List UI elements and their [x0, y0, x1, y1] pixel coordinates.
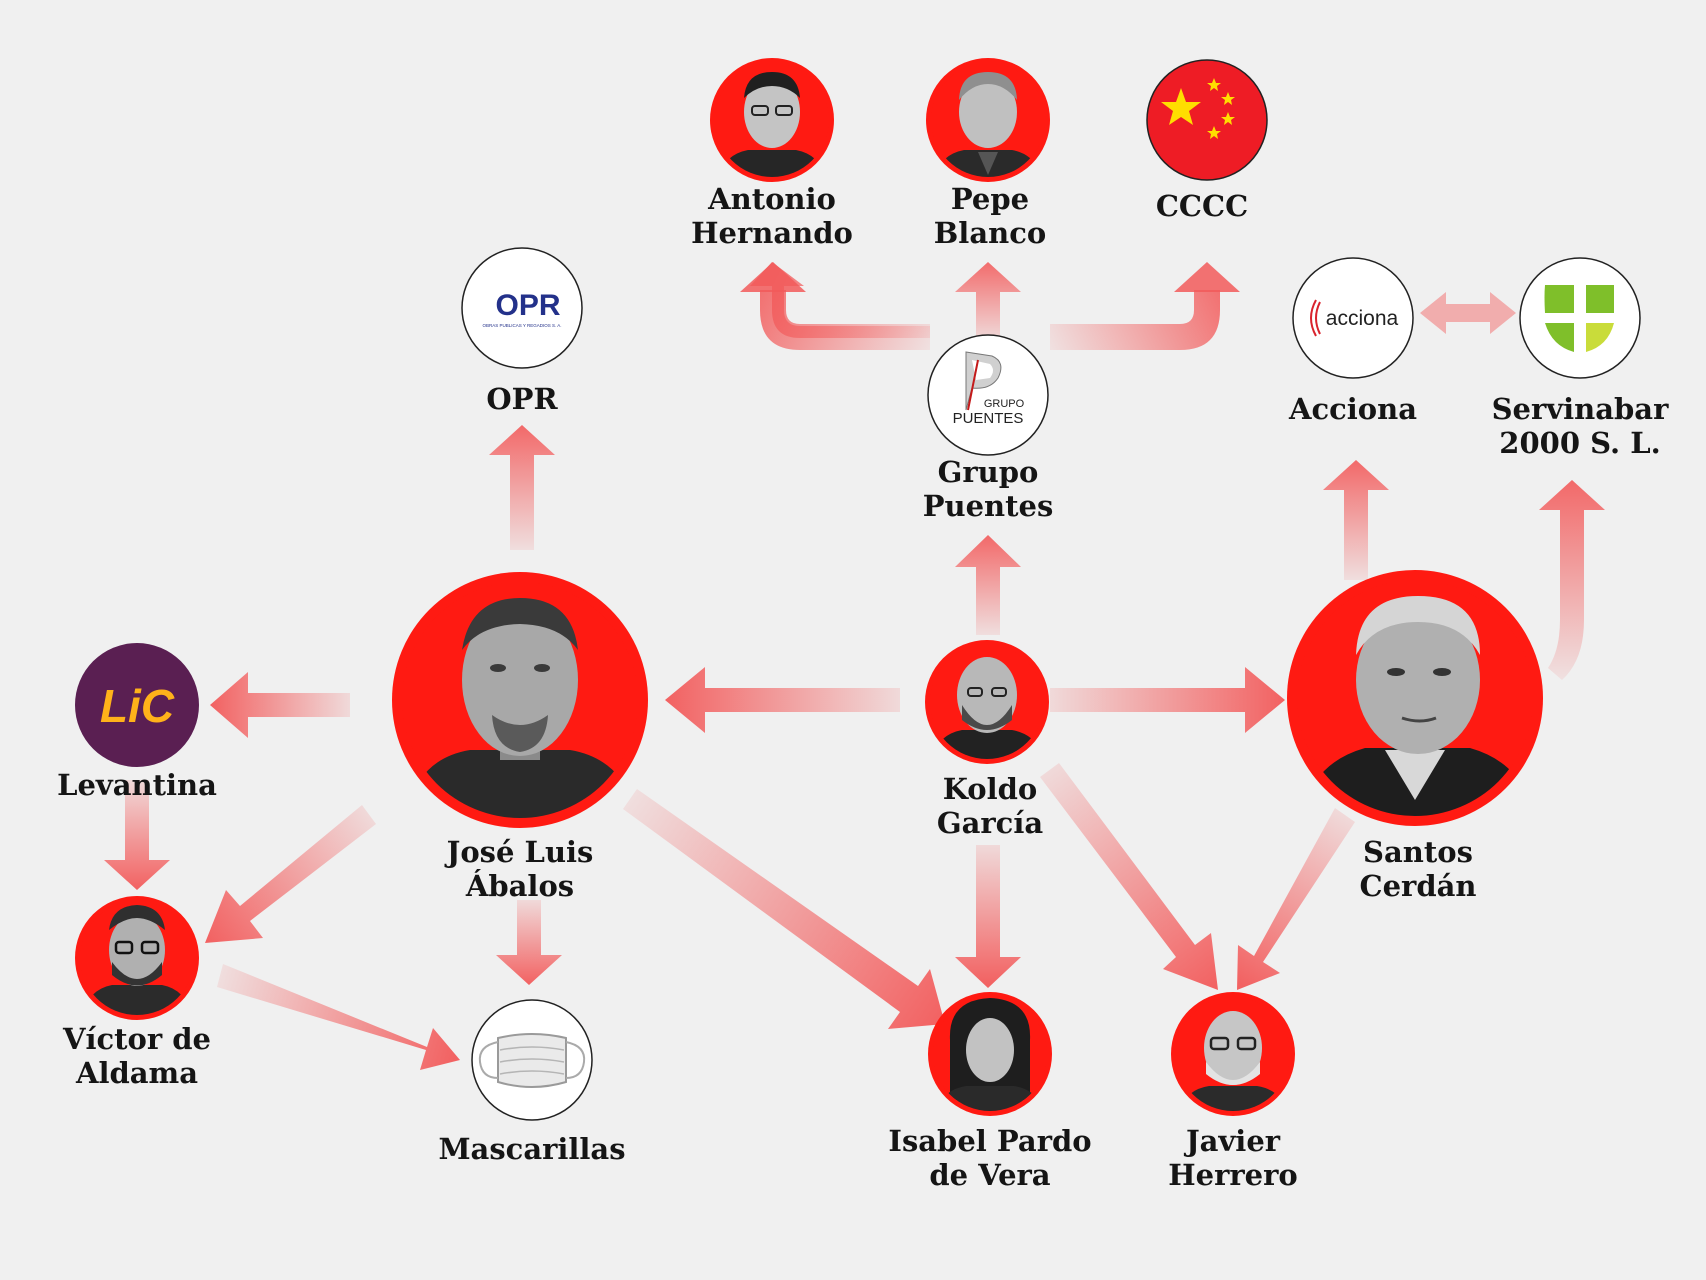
arrow-abalos-to-isabel [623, 789, 945, 1029]
aldama-portrait [80, 901, 194, 1015]
abalos-label-line1: José Luis [444, 835, 594, 869]
opr-circle [461, 247, 583, 369]
node-servinabar[interactable]: Servinabar 2000 S. L. [1492, 257, 1669, 460]
node-pepe-blanco[interactable]: Pepe Blanco [926, 58, 1050, 250]
acciona-circle [1292, 257, 1414, 379]
node-victor-de-aldama[interactable]: Víctor de Aldama [62, 896, 211, 1090]
arrow-abalos-to-opr [489, 425, 555, 550]
arrow-abalos-to-mascarillas [496, 900, 562, 985]
node-grupo-puentes[interactable]: GRUPO PUENTES Grupo Puentes [923, 334, 1054, 523]
grupo-puentes-logo-text-2: PUENTES [953, 410, 1024, 427]
levantina-label: Levantina [57, 768, 217, 802]
servinabar-label-line2: 2000 S. L. [1499, 426, 1660, 460]
acciona-logo-text: acciona [1326, 307, 1399, 330]
grupo-puentes-circle [927, 334, 1049, 456]
arrow-aldama-to-mascarillas [217, 964, 460, 1070]
china-flag-icon [1146, 59, 1268, 181]
cccc-label: CCCC [1156, 189, 1248, 223]
javier-label-line1: Javier [1183, 1124, 1281, 1158]
levantina-logo [75, 643, 199, 767]
arrow-santos-to-servinabar [1539, 480, 1605, 680]
arrow-grupo-to-antonio [750, 262, 930, 338]
acciona-logo: acciona [1310, 299, 1399, 337]
node-mascarillas[interactable]: Mascarillas [438, 999, 626, 1166]
opr-label: OPR [486, 382, 558, 416]
arrowhead-cccc [1174, 262, 1240, 292]
arrowhead-antonio [740, 262, 806, 292]
opr-logo-text: OPR [495, 289, 560, 322]
santos-label-line2: Cerdán [1360, 869, 1477, 903]
arrow-grupo-to-pepe [955, 262, 1021, 338]
node-koldo-garcia[interactable]: Koldo García [925, 640, 1049, 840]
koldo-label-line2: García [937, 806, 1044, 840]
arrow-koldo-to-santos [1050, 667, 1285, 733]
arrows [104, 262, 1605, 1070]
santos-label-line1: Santos [1363, 835, 1473, 869]
mascarillas-label: Mascarillas [438, 1132, 625, 1166]
javier-label-line2: Herrero [1168, 1158, 1297, 1192]
arrow-koldo-to-javier [1040, 763, 1218, 990]
arrow-abalos-to-levantina [210, 672, 350, 738]
arrow-acciona-servinabar-bidirectional [1420, 292, 1516, 334]
grupo-puentes-label-line1: Grupo [938, 455, 1039, 489]
node-javier-herrero[interactable]: Javier Herrero [1168, 992, 1298, 1192]
arrow-koldo-to-isabel [955, 845, 1021, 988]
node-levantina[interactable]: LiC Levantina [57, 643, 217, 802]
arrow-levantina-to-aldama [104, 780, 170, 890]
abalos-portrait [402, 582, 638, 818]
pepe-label-line2: Blanco [934, 216, 1046, 250]
opr-logo-subtext: OBRAS PUBLICAS Y REGADIOS S. A. [482, 323, 561, 328]
flag-small-star-1 [1207, 78, 1221, 91]
node-opr[interactable]: OPR OBRAS PUBLICAS Y REGADIOS S. A. OPR [461, 247, 583, 416]
node-isabel-pardo-de-vera[interactable]: Isabel Pardo de Vera [888, 992, 1092, 1192]
servinabar-circle [1519, 257, 1641, 379]
node-santos-cerdan[interactable]: Santos Cerdán [1287, 570, 1543, 903]
flag-small-star-2 [1221, 92, 1235, 105]
arrow-abalos-to-aldama [205, 805, 376, 943]
pepe-label-line1: Pepe [951, 182, 1029, 216]
antonio-label-line2: Hernando [691, 216, 853, 250]
opr-logo: OPR OBRAS PUBLICAS Y REGADIOS S. A. [482, 289, 561, 328]
flag-small-star-4 [1207, 126, 1221, 139]
abalos-label-line2: Ábalos [465, 868, 574, 903]
node-antonio-hernando[interactable]: Antonio Hernando [691, 58, 853, 250]
arrow-koldo-to-grupo-puentes [955, 535, 1021, 635]
arrow-koldo-to-abalos [665, 667, 900, 733]
face-mask-icon [478, 1033, 586, 1088]
levantina-logo-text: LiC [100, 680, 175, 732]
arrow-santos-to-javier [1237, 808, 1355, 990]
koldo-label-line1: Koldo [943, 772, 1038, 806]
grupo-puentes-logo-text-1: GRUPO [984, 398, 1025, 410]
acciona-label: Acciona [1288, 392, 1417, 426]
servinabar-label-line1: Servinabar [1492, 392, 1669, 426]
flag-big-star [1161, 88, 1201, 125]
servinabar-logo [1544, 285, 1614, 352]
aldama-label-line1: Víctor de [62, 1022, 211, 1056]
flag-small-star-3 [1221, 112, 1235, 125]
node-abalos[interactable]: José Luis Ábalos [392, 572, 648, 903]
arrow-grupo-to-cccc [1050, 290, 1220, 350]
grupo-puentes-logo: GRUPO PUENTES [953, 351, 1025, 427]
node-acciona[interactable]: acciona Acciona [1288, 257, 1417, 426]
isabel-label-line2: de Vera [929, 1158, 1050, 1192]
arrow-santos-to-acciona [1323, 460, 1389, 580]
antonio-label-line1: Antonio [707, 182, 836, 216]
isabel-label-line1: Isabel Pardo [888, 1124, 1091, 1158]
aldama-label-line2: Aldama [75, 1056, 198, 1090]
arrow-grupo-to-antonio-body [760, 290, 930, 350]
grupo-puentes-label-line2: Puentes [923, 489, 1054, 523]
node-cccc[interactable]: CCCC [1146, 59, 1268, 223]
